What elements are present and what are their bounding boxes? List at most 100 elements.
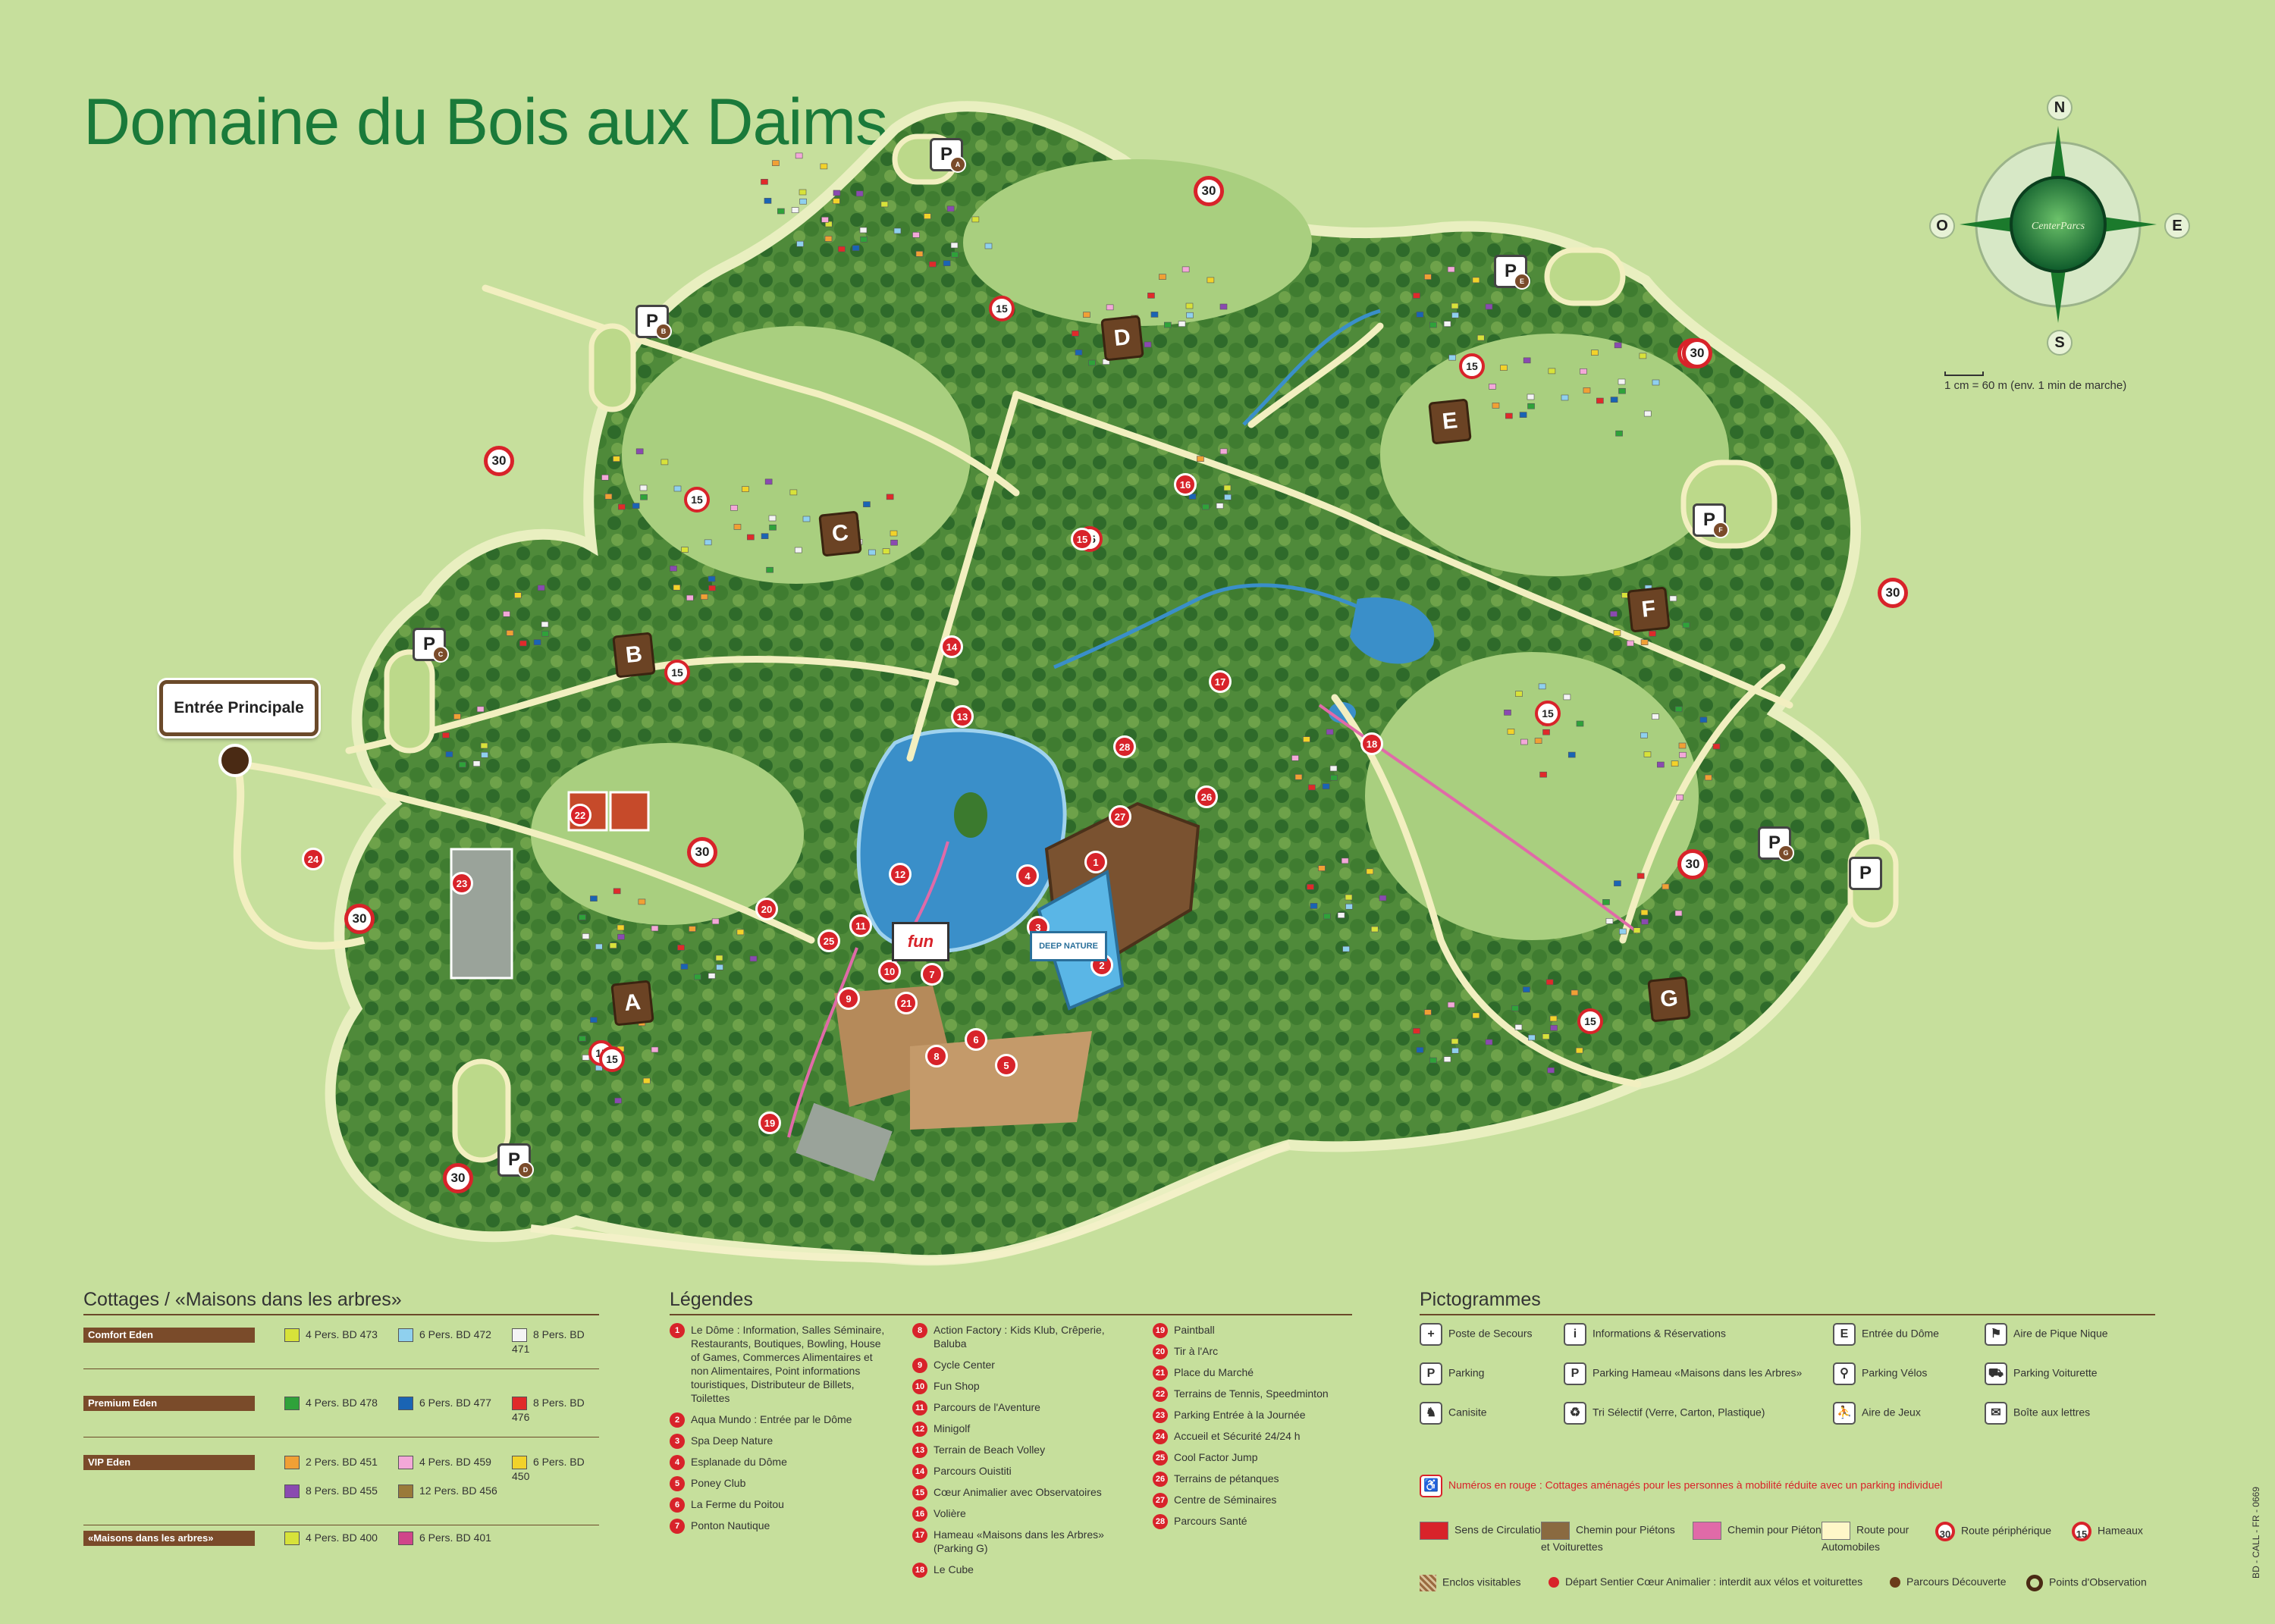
cottage bbox=[1610, 611, 1618, 617]
parking-letter: F bbox=[1712, 522, 1729, 538]
cottage bbox=[715, 955, 723, 961]
parking-sign[interactable]: P bbox=[1693, 503, 1726, 537]
cottage bbox=[1219, 448, 1228, 455]
hamlet-15-sign: 15 bbox=[599, 1046, 625, 1072]
cottage bbox=[890, 539, 898, 546]
cottage bbox=[1072, 331, 1079, 337]
cottage bbox=[1413, 293, 1420, 299]
map-number-26: 26 bbox=[1195, 785, 1218, 808]
cottage bbox=[1515, 691, 1523, 697]
cottage bbox=[824, 236, 833, 242]
line-legend-1: Sens de Circulation bbox=[1420, 1522, 1556, 1540]
color-swatch bbox=[284, 1328, 300, 1343]
map-number-5: 5 bbox=[995, 1054, 1018, 1077]
cottage bbox=[1429, 1057, 1437, 1064]
cottage bbox=[1614, 880, 1621, 886]
cottage bbox=[533, 639, 541, 645]
cottage bbox=[1523, 986, 1530, 992]
parking-sign[interactable]: P bbox=[1758, 826, 1791, 860]
cottage bbox=[1413, 1028, 1420, 1034]
map-number-11: 11 bbox=[849, 914, 872, 937]
cottage bbox=[1520, 738, 1528, 745]
cottage bbox=[868, 549, 876, 556]
cottage bbox=[802, 516, 811, 522]
cottage bbox=[673, 585, 681, 591]
cottage bbox=[1583, 387, 1591, 393]
cottage bbox=[1669, 595, 1677, 602]
cottage bbox=[503, 611, 510, 617]
picto-4: ⚑Aire de Pique Nique bbox=[1985, 1323, 2108, 1346]
cottage bbox=[886, 494, 894, 500]
cottage bbox=[833, 198, 840, 204]
bottom-legend-1: Enclos visitables bbox=[1420, 1575, 1521, 1591]
cottage bbox=[1224, 494, 1232, 500]
cottage bbox=[442, 732, 450, 738]
speed-limit-30-sign: 30 bbox=[1682, 338, 1712, 368]
cottage bbox=[1416, 312, 1424, 318]
cottage bbox=[1643, 751, 1652, 757]
hamlet-15-sign: 15 bbox=[989, 296, 1015, 321]
map-number-9: 9 bbox=[837, 987, 860, 1010]
cottage bbox=[1618, 387, 1626, 394]
parking-sign[interactable]: P bbox=[1849, 857, 1882, 890]
hamlet-g-marker[interactable]: G bbox=[1647, 976, 1691, 1023]
cottage bbox=[1088, 359, 1096, 366]
cottage bbox=[1567, 751, 1576, 758]
main-entrance-sign[interactable]: Entrée Principale bbox=[159, 680, 318, 736]
cottage bbox=[1679, 751, 1687, 758]
cottage bbox=[1640, 732, 1648, 738]
cottage bbox=[579, 914, 586, 920]
cottage bbox=[1596, 397, 1604, 404]
cottage bbox=[590, 895, 598, 901]
cottage bbox=[880, 201, 889, 208]
cottage bbox=[670, 566, 677, 572]
map-number-28: 28 bbox=[1113, 735, 1136, 758]
cottage bbox=[579, 1036, 586, 1042]
parking-sign[interactable]: P bbox=[413, 628, 446, 661]
cottage bbox=[761, 179, 768, 185]
cottage bbox=[1197, 456, 1204, 462]
hamlet-d-marker[interactable]: D bbox=[1100, 315, 1144, 362]
hamlet-f-marker[interactable]: F bbox=[1627, 586, 1671, 633]
cottage bbox=[799, 198, 807, 205]
cottage bbox=[613, 456, 620, 462]
tier-label: «Maisons dans les arbres» bbox=[83, 1531, 255, 1546]
cottage bbox=[882, 548, 890, 554]
cottage bbox=[1083, 312, 1090, 318]
cottage bbox=[1303, 736, 1310, 742]
cottage bbox=[859, 227, 868, 234]
cottage bbox=[1549, 1015, 1558, 1022]
cottage bbox=[1472, 277, 1480, 284]
cottage bbox=[742, 486, 749, 492]
hamlet-b-marker[interactable]: B bbox=[612, 632, 656, 679]
hamlet-15-sign: 15 bbox=[684, 487, 710, 513]
cottage bbox=[1674, 910, 1683, 917]
cottage bbox=[1662, 883, 1670, 890]
cottage bbox=[1186, 312, 1194, 318]
hamlet-c-marker[interactable]: C bbox=[818, 510, 862, 557]
resort-map: CenterParcs bbox=[218, 101, 2157, 1266]
parking-letter: D bbox=[517, 1162, 534, 1178]
bottom-legend-3: Parcours Découverte bbox=[1890, 1575, 2007, 1588]
cottage bbox=[1545, 979, 1554, 986]
speed-limit-30-sign: 30 bbox=[484, 446, 514, 476]
parking-sign[interactable]: P bbox=[930, 138, 963, 171]
cottage bbox=[1416, 1047, 1424, 1053]
cottage bbox=[863, 501, 871, 507]
clearing bbox=[963, 159, 1312, 326]
cottage bbox=[1144, 341, 1152, 348]
hamlet-a-marker[interactable]: A bbox=[610, 980, 654, 1027]
cottage bbox=[1505, 412, 1513, 419]
hamlet-e-marker[interactable]: E bbox=[1428, 398, 1472, 445]
cottage bbox=[1538, 683, 1546, 690]
cottage bbox=[1548, 368, 1556, 375]
cottage bbox=[1106, 304, 1114, 311]
cottage bbox=[1451, 312, 1459, 318]
